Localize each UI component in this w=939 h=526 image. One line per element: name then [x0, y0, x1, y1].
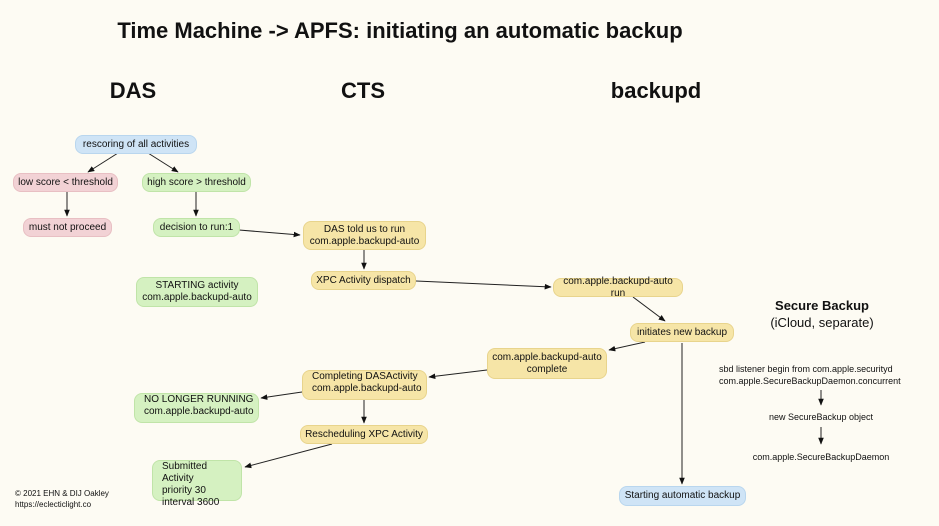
node-label: com.apple.backupd-auto	[492, 351, 602, 363]
arrow-rescheduling-submitted	[244, 443, 333, 469]
arrow-decision-das-told	[238, 229, 301, 238]
node-label: interval 3600	[162, 497, 220, 508]
arrow-rescoring-high	[147, 152, 179, 173]
node-label: com.apple.backupd-auto	[312, 383, 422, 394]
node-label: high score > threshold	[147, 176, 246, 188]
node-high-score: high score > threshold	[142, 173, 251, 192]
node-low-score: low score < threshold	[13, 173, 118, 192]
secure-backup-title: Secure Backup	[775, 298, 869, 313]
node-starting-backup: Starting automatic backup	[619, 486, 746, 506]
secure-backup-object: new SecureBackup object	[768, 412, 874, 422]
node-label: Starting automatic backup	[624, 490, 741, 501]
node-label: XPC Activity dispatch	[316, 274, 411, 286]
node-label: com.apple.backupd-auto	[142, 292, 252, 303]
node-label: STARTING activity	[155, 280, 239, 291]
node-label: com.apple.backupd-auto	[309, 235, 420, 247]
node-label: com.apple.backupd-auto	[144, 406, 254, 417]
arrow-initiates-complete	[608, 341, 646, 352]
footer-url: https://eclecticlight.co	[15, 500, 92, 509]
arrow-rescoring-low	[87, 152, 119, 173]
node-label: Rescheduling XPC Activity	[305, 428, 423, 440]
arrow-run-initiates	[632, 296, 666, 322]
node-label: priority 30	[162, 485, 206, 496]
secure-backup-daemon: com.apple.SecureBackupDaemon	[752, 452, 890, 462]
node-label: NO LONGER RUNNING	[144, 394, 254, 405]
node-label: DAS told us to run	[323, 223, 406, 235]
copyright: © 2021 EHN & DIJ Oakley	[15, 489, 109, 498]
footer: © 2021 EHN & DIJ Oakley https://eclecticl…	[15, 488, 109, 510]
node-label: Submitted Activity	[162, 461, 208, 484]
listener-line: com.apple.SecureBackupDaemon.concurrent	[719, 376, 901, 386]
node-label: low score < threshold	[18, 176, 113, 188]
listener-line: sbd listener begin from com.apple.securi…	[719, 364, 893, 374]
node-label: Completing DASActivity	[312, 371, 418, 382]
diagram-title: Time Machine -> APFS: initiating an auto…	[117, 18, 683, 43]
node-xpc-dispatch: XPC Activity dispatch	[311, 271, 416, 290]
secure-backup-subtitle: (iCloud, separate)	[770, 315, 874, 330]
node-label: decision to run:1	[159, 221, 234, 233]
node-backupd-run: com.apple.backupd-auto run	[553, 275, 683, 299]
node-decision: decision to run:1	[153, 218, 240, 237]
node-initiates: initiates new backup	[630, 323, 734, 342]
node-label: complete	[526, 363, 568, 375]
node-must-not-proceed: must not proceed	[23, 218, 112, 237]
node-label: initiates new backup	[636, 326, 728, 338]
arrow-xpc-run	[415, 280, 552, 290]
secure-backup-listener: sbd listener begin from com.apple.securi…	[719, 363, 901, 387]
column-backupd: backupd	[610, 78, 702, 103]
column-das: DAS	[109, 78, 157, 103]
node-rescheduling: Rescheduling XPC Activity	[300, 425, 428, 444]
node-rescoring: rescoring of all activities	[75, 135, 197, 154]
node-label: com.apple.backupd-auto run	[563, 275, 673, 299]
column-cts: CTS	[341, 78, 385, 103]
node-label: rescoring of all activities	[82, 138, 190, 150]
node-label: must not proceed	[28, 221, 107, 233]
arrow-complete-completing	[428, 369, 488, 380]
arrow-completing-nolonger	[260, 391, 303, 400]
